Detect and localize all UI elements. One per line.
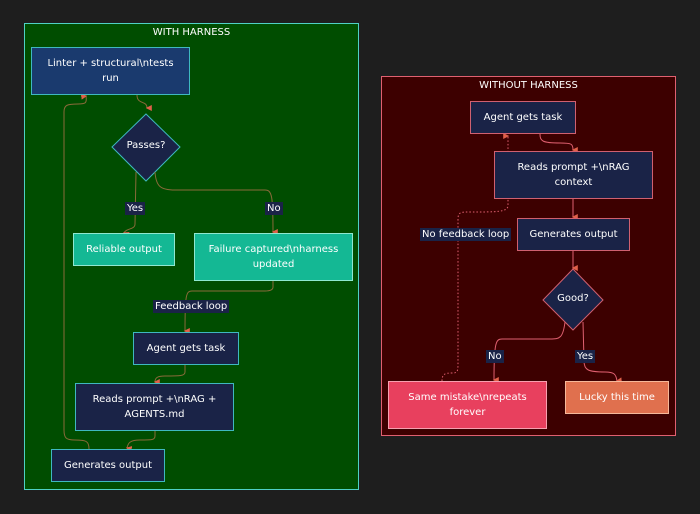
good-label: Good? <box>557 293 589 304</box>
passes-label: Passes? <box>126 140 166 151</box>
edge-label-feedback-loop: Feedback loop <box>153 300 230 313</box>
edge-good-yes <box>582 321 623 384</box>
edge-agent-to-reads <box>153 365 186 386</box>
edge-good-no <box>492 321 566 384</box>
edge-label-yes-r: Yes <box>575 350 596 363</box>
edge-linter-to-passes <box>136 94 152 111</box>
edge-label-no-r: No <box>486 350 504 363</box>
generates-output-node-r: Generates output <box>517 218 630 251</box>
edge-passes-yes <box>122 171 137 238</box>
edge-no-feedback-loop <box>441 133 510 382</box>
same-mistake-node: Same mistake\nrepeats forever <box>388 381 547 429</box>
lucky-this-time-node: Lucky this time <box>565 381 669 414</box>
with-harness-title: WITH HARNESS <box>152 27 231 38</box>
failure-captured-node: Failure captured\nharness updated <box>194 233 353 281</box>
edge-label-no: No <box>265 202 283 215</box>
edge-generates-loop <box>63 93 90 450</box>
good-diamond <box>542 268 604 331</box>
edge-reads-to-generates <box>125 431 156 452</box>
reads-prompt-node: Reads prompt +\nRAG + AGENTS.md <box>75 383 234 431</box>
agent-gets-task-node: Agent gets task <box>133 332 239 365</box>
without-harness-title: WITHOUT HARNESS <box>479 80 578 91</box>
without-harness-cluster: WITHOUT HARNESS <box>381 76 676 436</box>
linter-tests-node: Linter + structural\ntests run <box>31 47 190 95</box>
edge-agent-to-reads-r <box>539 133 578 153</box>
generates-output-node: Generates output <box>51 449 165 482</box>
edge-passes-no <box>154 171 278 235</box>
reads-prompt-node-r: Reads prompt +\nRAG context <box>494 151 653 199</box>
agent-gets-task-node-r: Agent gets task <box>470 101 576 134</box>
edge-label-no-feedback-loop: No feedback loop <box>420 228 512 241</box>
reliable-output-node: Reliable output <box>73 233 175 266</box>
edge-label-yes: Yes <box>125 202 146 215</box>
passes-diamond <box>111 113 181 182</box>
